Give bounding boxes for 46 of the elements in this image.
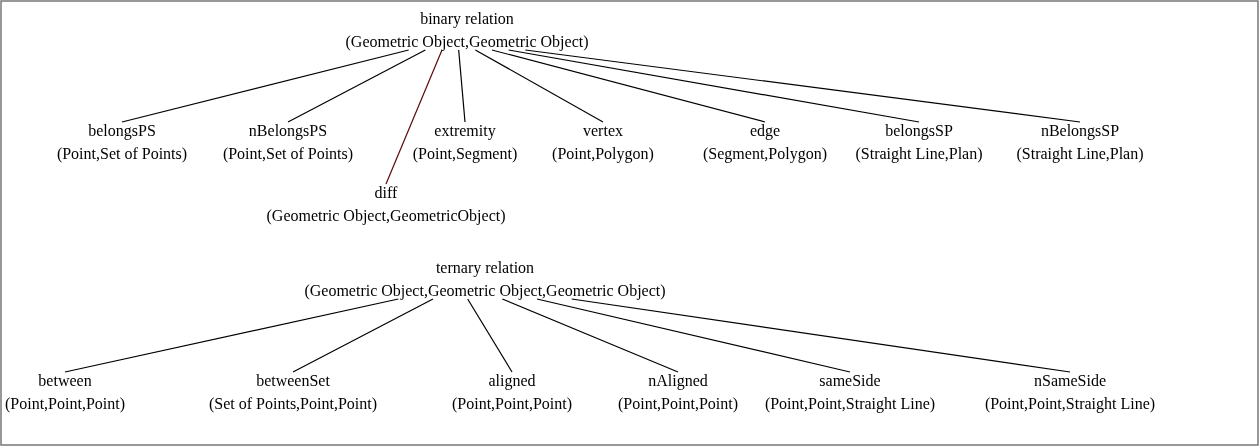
- relation-name: binary relation: [419, 9, 515, 30]
- tree-line: [571, 298, 1071, 373]
- tree-line: [536, 298, 851, 373]
- tree-line: [121, 49, 410, 123]
- tree-line: [292, 298, 434, 373]
- relation-name: belongsPS: [87, 121, 157, 142]
- relation-signature: (Point,Point,Point): [618, 394, 738, 415]
- relation-signature: (Point,Set of Points): [222, 144, 354, 165]
- relation-name: belongsSP: [884, 121, 954, 142]
- relation-name: nAligned: [647, 371, 709, 392]
- relation-name: extremity: [433, 121, 497, 142]
- relation-signature: (Point,Point,Point): [452, 394, 572, 415]
- tree-line: [64, 298, 399, 373]
- relation-signature: (Geometric Object,Geometric Object,Geometric Object): [304, 281, 666, 302]
- relation-name: ternary relation: [434, 258, 536, 279]
- relation-signature: (Point,Point,Point): [5, 394, 125, 415]
- relation-name: nSameSide: [1033, 371, 1107, 391]
- relation-signature: (Straight Line,Plan): [1016, 144, 1144, 165]
- relation-signature: (Point,Set of Points): [56, 144, 188, 165]
- tree-line: [474, 49, 604, 123]
- relation-signature: (Point,Point,Straight Line): [984, 394, 1156, 415]
- relation-name: betweenSet: [255, 371, 331, 391]
- relation-signature: (Set of Points,Point,Point): [209, 394, 377, 415]
- tree-line: [467, 298, 513, 373]
- relation-name: nBelongsPS: [247, 121, 329, 142]
- relation-signature: (Geometric Object,Geometric Object): [345, 32, 589, 53]
- relation-name: between: [37, 371, 93, 391]
- relation-name: vertex: [582, 121, 624, 141]
- tree-line: [501, 298, 679, 373]
- tree-line: [385, 49, 443, 185]
- relation-name: nBelongsSP: [1039, 121, 1121, 142]
- relation-name: sameSide: [818, 371, 882, 391]
- relation-signature: (Point,Point,Straight Line): [764, 394, 936, 415]
- tree-line: [508, 49, 920, 123]
- relation-signature: (Point,Segment): [412, 144, 518, 165]
- tree-line: [491, 49, 766, 123]
- relation-signature: (Segment,Polygon): [703, 144, 827, 165]
- relation-signature: (Point,Polygon): [552, 144, 654, 165]
- relation-signature: (Straight Line,Plan): [855, 144, 983, 165]
- relation-name: aligned: [487, 371, 537, 392]
- tree-line: [458, 49, 466, 123]
- relation-name: diff: [373, 183, 399, 203]
- tree-line: [287, 49, 426, 123]
- tree-line: [524, 49, 1081, 123]
- relation-name: edge: [748, 121, 782, 142]
- relation-signature: (Geometric Object,GeometricObject): [266, 206, 506, 227]
